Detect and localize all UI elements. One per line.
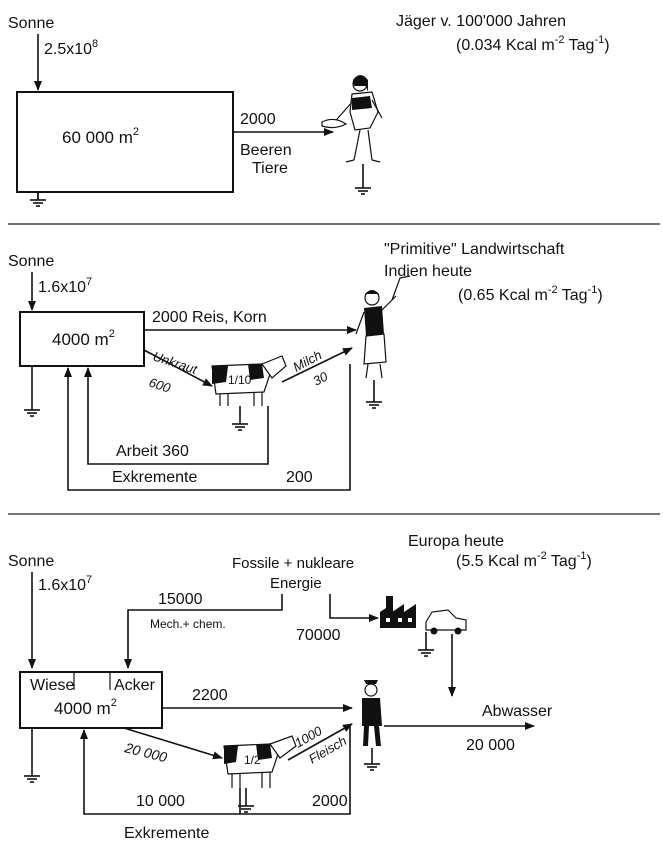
panel-title: Europa heute xyxy=(408,533,504,550)
crop-flow-value: 2200 xyxy=(192,687,228,704)
milk-value: 30 xyxy=(310,368,330,388)
land-area-label: 60 000 m2 xyxy=(62,126,139,147)
fossil-energy-line1: Fossile + nukleare xyxy=(232,555,354,572)
feed-value: 20 000 xyxy=(122,739,169,765)
mech-chem-label: Mech.+ chem. xyxy=(150,617,226,631)
work-label: Arbeit 360 xyxy=(116,443,189,460)
panel-title: Jäger v. 100'000 Jahren xyxy=(396,13,566,30)
hunter-figure-icon xyxy=(321,75,383,163)
field-label: Acker xyxy=(114,677,156,694)
energy-rate: (0.034 Kcal m-2 Tag-1) xyxy=(456,34,610,54)
industry-value: 70000 xyxy=(296,627,341,644)
ground-symbol xyxy=(365,393,383,409)
panel-hunter: Sonne 2.5x108 60 000 m2 2000 Beeren Tier… xyxy=(8,13,610,207)
sun-value: 2.5x108 xyxy=(44,38,98,58)
crop-flow-label: 2000 Reis, Korn xyxy=(152,309,267,326)
waste-water-label: Abwasser xyxy=(482,703,553,720)
return-left-value: 10 000 xyxy=(136,793,185,810)
ground-symbol xyxy=(231,415,249,431)
factory-icon xyxy=(380,596,416,628)
sun-label: Sonne xyxy=(8,253,54,270)
excrement-return-arrow xyxy=(64,364,351,491)
ground-symbol xyxy=(363,755,381,771)
weed-label: Unkraut xyxy=(151,349,200,378)
return-right-value: 2000 xyxy=(312,793,348,810)
ground-symbol xyxy=(417,641,435,657)
sun-value: 1.6x107 xyxy=(38,276,92,296)
mech-chem-value: 15000 xyxy=(158,591,203,608)
land-area-box xyxy=(19,671,163,729)
land-area-box xyxy=(19,311,145,367)
milk-flow-arrow xyxy=(281,347,353,383)
meadow-label: Wiese xyxy=(30,677,75,694)
feed-flow-arrow xyxy=(123,727,223,760)
ground-symbol xyxy=(354,179,372,195)
energy-rate: (5.5 Kcal m-2 Tag-1) xyxy=(456,550,592,570)
ground-symbol xyxy=(23,401,41,417)
weed-flow-arrow xyxy=(143,349,213,387)
food-item-animals: Tiere xyxy=(252,160,288,177)
mech-chem-input-arrow xyxy=(124,594,283,669)
sun-label: Sonne xyxy=(8,15,54,32)
excrement-return-arrow xyxy=(80,726,351,815)
cow-icon xyxy=(223,735,297,788)
cow-icon xyxy=(211,355,287,406)
panel-europe: Sonne 1.6x107 Fossile + nukleare Energie… xyxy=(8,533,592,842)
food-item-berries: Beeren xyxy=(240,142,292,159)
excrement-label: Exkremente xyxy=(112,469,197,486)
car-icon xyxy=(425,609,467,635)
land-area-label: 4000 m2 xyxy=(54,697,117,718)
food-flow-value: 2000 xyxy=(240,111,276,128)
sun-label: Sonne xyxy=(8,553,54,570)
excrement-value: 200 xyxy=(286,469,313,486)
sun-value: 1.6x107 xyxy=(38,574,92,594)
farmer-figure-icon xyxy=(355,275,411,379)
fossil-energy-line2: Energie xyxy=(270,575,322,592)
panel-title-line1: "Primitive" Landwirtschaft xyxy=(384,241,565,258)
fossil-industry-arrow xyxy=(329,594,379,622)
work-return-arrow xyxy=(84,367,269,465)
waste-water-value: 20 000 xyxy=(466,737,515,754)
land-area-label: 4000 m2 xyxy=(52,328,115,349)
panel-india: Sonne 1.6x107 4000 m2 2000 Reis, Korn Un… xyxy=(8,241,603,491)
cow-fraction: 1/2 xyxy=(244,753,261,767)
energy-rate: (0.65 Kcal m-2 Tag-1) xyxy=(458,284,603,304)
land-area-box xyxy=(16,91,234,193)
excrement-label: Exkremente xyxy=(124,825,209,842)
european-figure-icon xyxy=(362,680,382,746)
ground-symbol xyxy=(23,767,41,783)
cow-fraction: 1/10 xyxy=(228,373,252,387)
weed-value: 600 xyxy=(147,375,173,396)
panel-title-line2: Indien heute xyxy=(384,263,472,280)
meat-flow-arrow xyxy=(287,723,353,761)
